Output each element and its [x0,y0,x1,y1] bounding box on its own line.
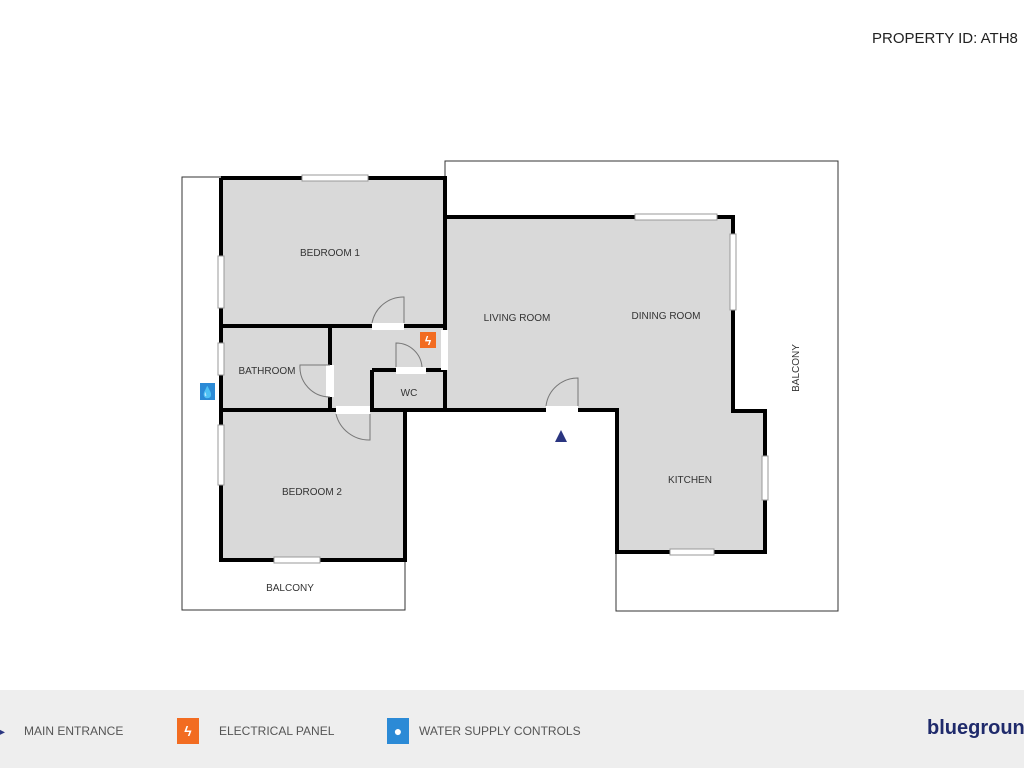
legend: ▶ MAIN ENTRANCE ϟ ELECTRICAL PANEL ● WAT… [0,690,1024,768]
water-supply-icon: 💧 [200,383,215,400]
svg-text:💧: 💧 [201,386,215,399]
windows [217,174,769,564]
legend-item-electrical-panel: ϟ ELECTRICAL PANEL [177,718,334,744]
room-label-dining-room: DINING ROOM [632,311,701,322]
legend-label: WATER SUPPLY CONTROLS [419,724,581,738]
room-label-living-room: LIVING ROOM [484,313,551,324]
main-entrance-icon [555,430,567,442]
doors [299,296,579,441]
legend-label: MAIN ENTRANCE [24,724,124,738]
lightning-icon: ϟ [177,718,199,744]
room-fills [221,178,765,560]
property-id: PROPERTY ID: ATH8 [872,30,1018,47]
room-label-kitchen: KITCHEN [668,475,712,486]
water-drop-icon: ● [387,718,409,744]
legend-item-main-entrance: ▶ MAIN ENTRANCE [0,718,123,744]
legend-label: ELECTRICAL PANEL [219,724,335,738]
legend-item-water-supply: ● WATER SUPPLY CONTROLS [387,718,581,744]
brand-logo: bluegroun [927,717,1024,739]
svg-text:ϟ: ϟ [425,334,432,348]
room-label-balcony-right: BALCONY [791,344,802,392]
room-label-wc: WC [401,388,418,399]
room-label-balcony-left: BALCONY [266,583,314,594]
room-label-bedroom2: BEDROOM 2 [282,487,342,498]
room-label-bedroom1: BEDROOM 1 [300,248,360,259]
floor-plan: ϟ 💧 BEDROOM 1 BATHROOM WC BEDROOM 2 LIVI… [181,160,839,612]
room-label-bathroom: BATHROOM [238,366,295,377]
electrical-panel-icon: ϟ [420,332,436,348]
balcony-outlines [181,160,839,612]
triangle-icon: ▶ [0,718,10,744]
